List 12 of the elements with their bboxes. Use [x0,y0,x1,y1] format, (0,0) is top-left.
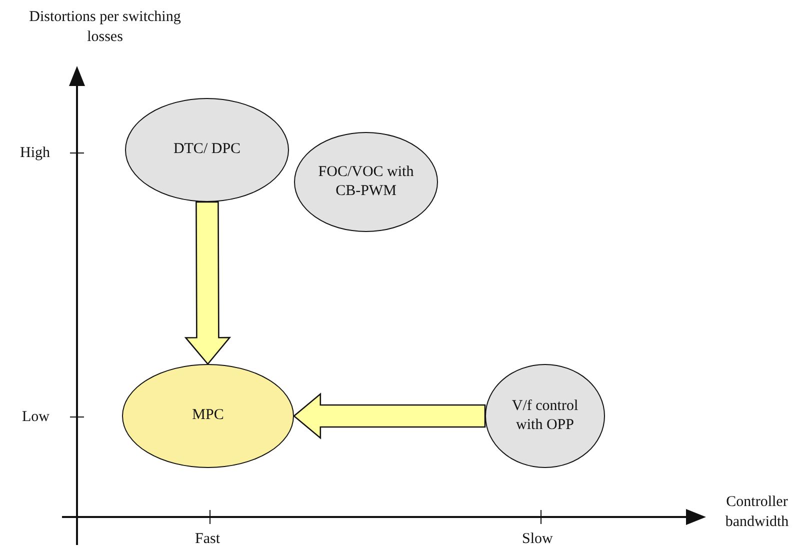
ellipse-node: MPC [122,364,294,468]
tick-label: Low [22,408,50,427]
tick-label: Slow [522,530,553,549]
ellipse-node: V/f control with OPP [485,364,605,468]
tick-label: Fast [195,530,220,549]
axis-title: Controller bandwidth [724,493,790,532]
tick-label: High [20,144,50,163]
ellipse-node: DTC/ DPC [125,98,289,202]
ellipse-node: FOC/VOC with CB-PWM [294,132,438,232]
block-arrow [292,392,486,440]
block-arrow [184,201,232,366]
axis-title: Distortions per switching losses [28,8,182,46]
